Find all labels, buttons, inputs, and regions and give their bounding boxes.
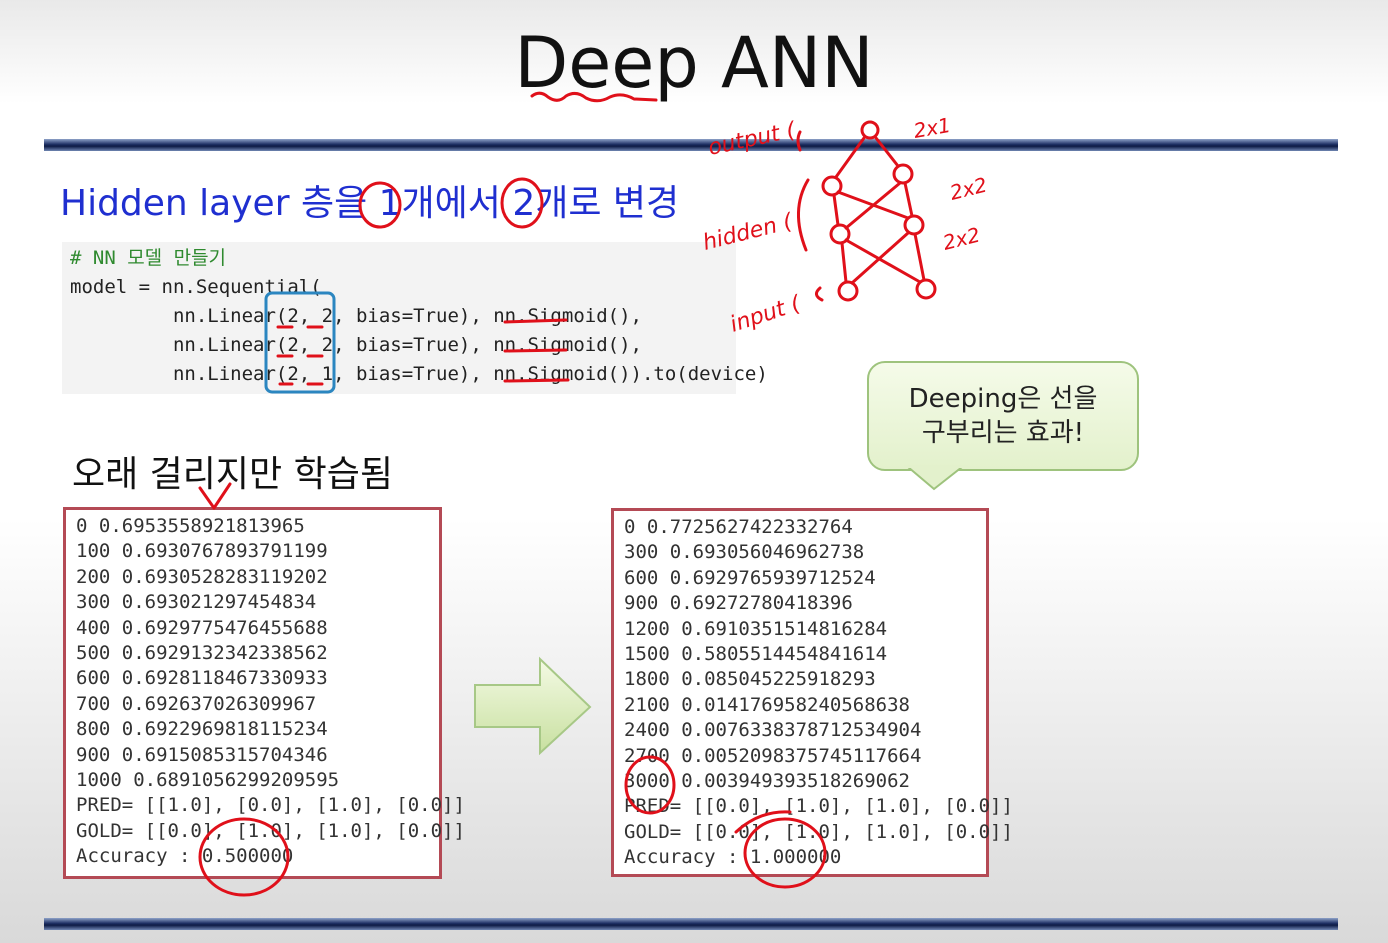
code-line-sequential: model = nn.Sequential( — [70, 276, 322, 298]
log-line: PRED= [[0.0], [1.0], [1.0], [0.0]] — [624, 795, 1013, 818]
log-line: 100 0.6930767893791199 — [76, 540, 328, 563]
log-line: 700 0.692637026309967 — [76, 692, 317, 715]
slide-title: Deep ANN — [514, 22, 874, 104]
label-input: input ( — [727, 291, 805, 338]
log-line: Accuracy : 1.000000 — [624, 846, 842, 869]
log-line: 1200 0.6910351514816284 — [624, 617, 888, 640]
code-line-linear-2: nn.Linear(2, 2, bias=True), nn.Sigmoid()… — [70, 334, 642, 356]
log-line: 2400 0.0076338378712534904 — [624, 719, 922, 742]
log-line: 600 0.6929765939712524 — [624, 566, 876, 589]
log-line: PRED= [[1.0], [0.0], [1.0], [0.0]] — [76, 794, 465, 817]
log-line: GOLD= [[0.0], [1.0], [1.0], [0.0]] — [76, 819, 465, 842]
training-note: 오래 걸리지만 학습됨 — [72, 454, 393, 495]
log-line: 1000 0.6891056299209595 — [76, 769, 340, 792]
code-line-comment: # NN 모델 만들기 — [70, 247, 227, 269]
log-line: Accuracy : 0.500000 — [76, 845, 294, 868]
log-line: 2700 0.0052098375745117664 — [624, 744, 922, 767]
log-line: 3000 0.003949393518269062 — [624, 770, 910, 793]
log-line: GOLD= [[0.0], [1.0], [1.0], [0.0]] — [624, 820, 1013, 843]
bubble-line-2: 구부리는 효과! — [921, 418, 1085, 448]
log-line: 300 0.693056046962738 — [624, 541, 865, 564]
log-line: 900 0.69272780418396 — [624, 592, 853, 615]
bubble-line-1: Deeping은 선을 — [908, 384, 1098, 414]
log-line: 800 0.6922969818115234 — [76, 718, 328, 741]
speech-bubble: Deeping은 선을 구부리는 효과! — [867, 361, 1139, 471]
log-line: 600 0.6928118467330933 — [76, 667, 328, 690]
bottom-divider-bar — [44, 918, 1338, 930]
code-line-linear-3: nn.Linear(2, 1, bias=True), nn.Sigmoid()… — [70, 363, 768, 385]
log-line: 900 0.6915085315704346 — [76, 743, 328, 766]
code-block: # NN 모델 만들기 model = nn.Sequential( nn.Li… — [62, 242, 768, 394]
log-line: 1800 0.085045225918293 — [624, 668, 876, 691]
log-line: 0 0.6953558921813965 — [76, 515, 305, 537]
log-line: 300 0.693021297454834 — [76, 591, 317, 614]
log-line: 500 0.6929132342338562 — [76, 642, 328, 665]
top-divider-bar — [44, 139, 1338, 151]
log-line: 400 0.6929775476455688 — [76, 616, 328, 639]
log-line: 2100 0.014176958240568638 — [624, 693, 910, 716]
training-log-after: 0 0.7725627422332764 300 0.69305604696273… — [611, 508, 1013, 877]
speech-bubble-tail — [904, 465, 968, 491]
right-arrow-icon — [474, 656, 592, 755]
training-log-before: 0 0.6953558921813965 100 0.69307678937911… — [63, 507, 465, 879]
log-line: 0 0.7725627422332764 — [624, 516, 853, 538]
log-line: 200 0.6930528283119202 — [76, 565, 328, 588]
label-dim-2x2-a: 2x2 — [947, 173, 989, 205]
log-line: 1500 0.5805514454841614 — [624, 643, 888, 666]
label-dim-2x2-b: 2x2 — [940, 223, 982, 255]
code-line-linear-1: nn.Linear(2, 2, bias=True), nn.Sigmoid()… — [70, 305, 642, 327]
slide-subtitle: Hidden layer 층을 1개에서 2개로 변경 — [60, 183, 680, 224]
